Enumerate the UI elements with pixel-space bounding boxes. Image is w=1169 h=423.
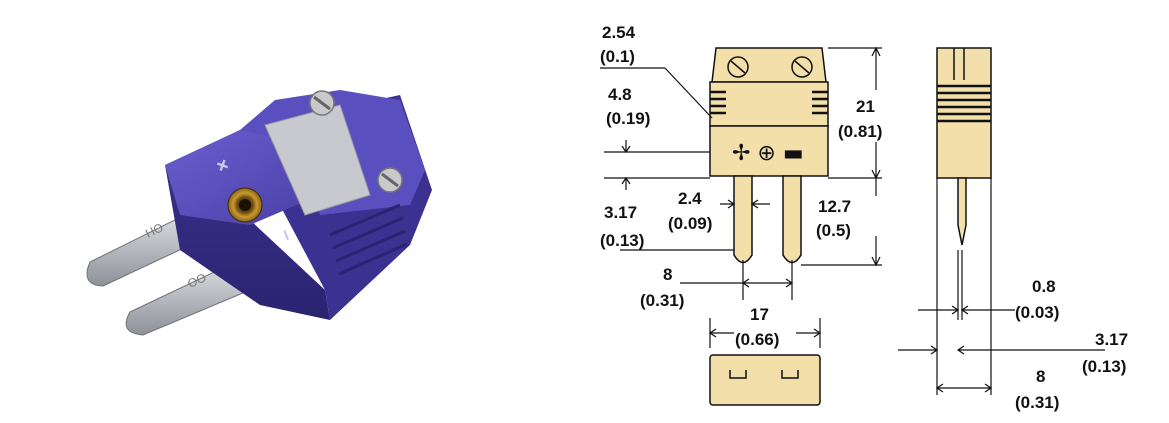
dim-2-4-mm: 2.4: [678, 189, 702, 208]
dim-2-54-mm: 2.54: [602, 23, 636, 42]
screw-bottom: [377, 167, 403, 193]
screw-top: [309, 90, 335, 116]
bottom-view: [709, 354, 821, 406]
dim-3-17-in: (0.13): [600, 231, 644, 250]
dim-2-4-in: (0.09): [668, 214, 712, 233]
dim-3-17-side-mm: 3.17: [1095, 330, 1128, 349]
dim-21-in: (0.81): [838, 122, 882, 141]
front-view: ✢ ⊕ ▬: [709, 47, 829, 300]
dimension-lines: [600, 46, 1105, 393]
dim-8-side-in: (0.31): [1015, 393, 1059, 412]
dim-17-in: (0.66): [735, 330, 779, 349]
pin-label-bottom: OO: [186, 270, 209, 290]
dim-3-17-mm: 3.17: [604, 203, 637, 222]
dim-12-7-mm: 12.7: [818, 197, 851, 216]
dim-3-17-side-in: (0.13): [1082, 357, 1126, 376]
dim-17-mm: 17: [750, 305, 769, 324]
dim-12-7-in: (0.5): [816, 221, 851, 240]
connector-body: + −: [165, 90, 432, 320]
dim-0-8-in: (0.03): [1015, 303, 1059, 322]
dim-4-8-in: (0.19): [606, 109, 650, 128]
dim-2-54-in: (0.1): [600, 47, 635, 66]
dim-21-mm: 21: [856, 97, 875, 116]
dimension-drawing: ✢ ⊕ ▬: [600, 23, 1128, 412]
dim-8-mm: 8: [663, 265, 672, 284]
polarity-symbols: ✢ ⊕ ▬: [732, 141, 804, 166]
dim-0-8-mm: 0.8: [1032, 277, 1056, 296]
dim-8-side-mm: 8: [1036, 367, 1045, 386]
dim-8-in: (0.31): [640, 291, 684, 310]
polarity-minus: −: [273, 226, 298, 245]
side-view: [936, 47, 992, 395]
dim-4-8-mm: 4.8: [608, 85, 632, 104]
connector-photo: HO OO: [86, 90, 432, 336]
